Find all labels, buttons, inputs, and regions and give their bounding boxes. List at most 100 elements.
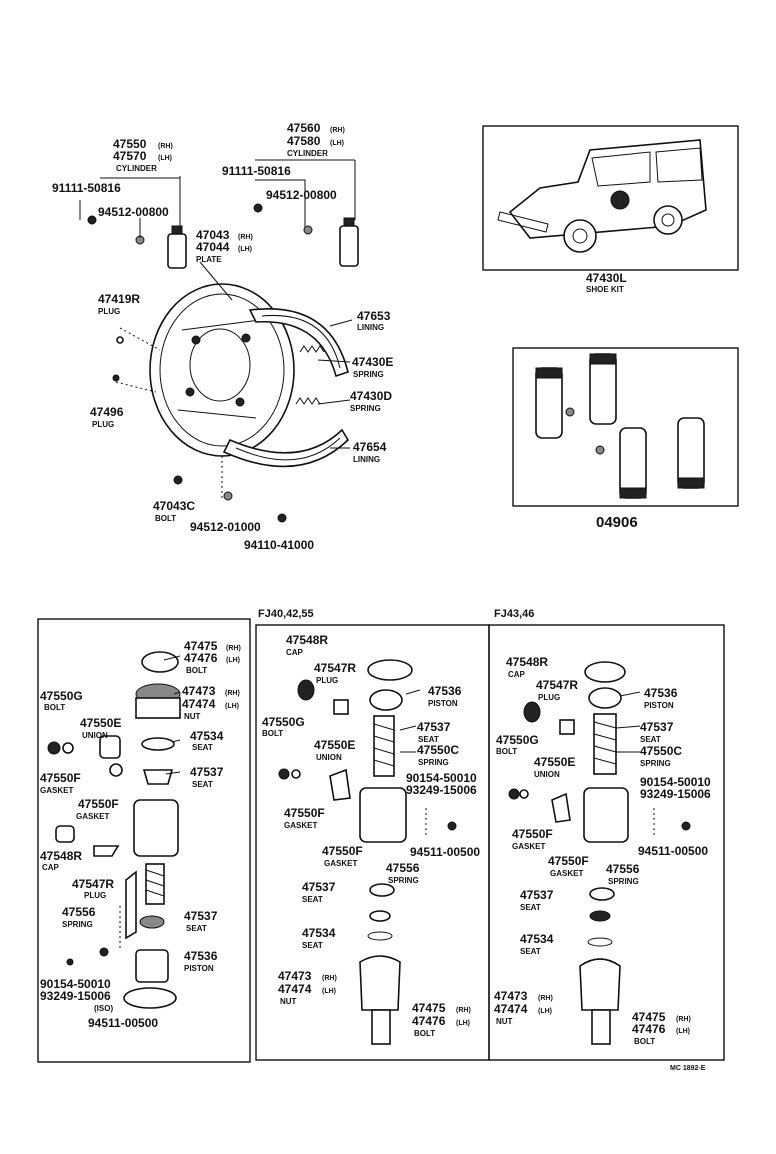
side-marker: (RH) [456, 1007, 471, 1014]
part-number: 94512-00800 [98, 205, 169, 219]
callout-labels: 47550 (RH) 47570 (LH) CYLINDER 91111-508… [40, 121, 711, 1072]
side-marker: (LH) [456, 1020, 470, 1027]
part-name: GASKET [324, 859, 357, 868]
part-number: 47537 [184, 909, 218, 923]
part-name: GASKET [76, 812, 109, 821]
part-number: 94512-01000 [190, 520, 261, 534]
part-number: 47476 [632, 1022, 666, 1036]
part-number: 47548R [506, 655, 548, 669]
part-name: (ISO) [94, 1004, 113, 1013]
part-name: GASKET [40, 786, 73, 795]
side-marker: (LH) [238, 246, 252, 253]
part-number: 47534 [190, 729, 224, 743]
part-number: 47550C [640, 744, 682, 758]
part-number: 47570 [113, 149, 147, 163]
part-name: PISTON [184, 964, 214, 973]
part-number: 47547R [72, 877, 114, 891]
part-name: BOLT [155, 514, 176, 523]
part-number: 47550 [113, 137, 147, 151]
part-name: NUT [280, 997, 297, 1006]
part-number: 47474 [182, 697, 216, 711]
part-number: 47580 [287, 134, 321, 148]
left-cylinder-exploded [47, 651, 181, 1009]
part-number: 47550G [496, 733, 539, 747]
part-number: 47548R [40, 849, 82, 863]
part-name: SEAT [640, 735, 661, 744]
side-marker: (LH) [158, 155, 172, 162]
part-number: 47550E [80, 716, 121, 730]
side-marker: (RH) [538, 995, 553, 1002]
side-marker: (RH) [322, 975, 337, 982]
part-number: 47536 [644, 686, 678, 700]
part-number: 47537 [417, 720, 451, 734]
cylinder-kit-illustration [535, 353, 705, 499]
part-number: 47473 [278, 969, 312, 983]
part-number: 47475 [412, 1001, 446, 1015]
side-marker: (RH) [226, 645, 241, 652]
part-name: SEAT [302, 895, 323, 904]
part-number: 47534 [302, 926, 336, 940]
side-marker: (LH) [538, 1008, 552, 1015]
part-name: BOLT [634, 1037, 655, 1046]
part-number: 93249-15006 [406, 783, 477, 797]
footer-code: MC 1892-E [670, 1065, 706, 1072]
part-number: 91111-50816 [222, 164, 291, 178]
side-marker: (RH) [238, 234, 253, 241]
part-name: CAP [42, 863, 60, 872]
part-number: 47474 [494, 1002, 528, 1016]
part-name: BOLT [414, 1029, 435, 1038]
part-number: 93249-15006 [40, 989, 111, 1003]
part-number: 94512-00800 [266, 188, 337, 202]
part-number: 47476 [184, 651, 218, 665]
part-number: 47653 [357, 309, 391, 323]
part-name: SEAT [192, 743, 213, 752]
part-number: 47550F [512, 827, 553, 841]
part-number: 47550F [284, 806, 325, 820]
part-name: SPRING [608, 877, 639, 886]
part-name: CAP [508, 670, 526, 679]
side-marker: (RH) [225, 690, 240, 697]
part-number: 47430D [350, 389, 392, 403]
part-name: PLATE [196, 255, 222, 264]
part-name: SPRING [418, 758, 449, 767]
part-name: NUT [496, 1017, 513, 1026]
part-name: BOLT [496, 747, 517, 756]
part-number: 47430L [586, 271, 627, 285]
cylinder-panel-right [488, 624, 725, 1061]
part-name: BOLT [44, 703, 65, 712]
part-number: 94110-41000 [244, 538, 314, 552]
part-number: 47550F [322, 844, 363, 858]
part-number: 47550E [314, 738, 355, 752]
part-number: 47536 [428, 684, 462, 698]
part-number: 90154-50010 [640, 775, 711, 789]
brake-backing-assembly [79, 159, 359, 523]
shoe-kit-frame [482, 125, 739, 271]
part-number: 47550E [534, 755, 575, 769]
part-number: 94511-00500 [638, 844, 708, 858]
section-header-fj40: FJ40,42,55 [258, 608, 314, 620]
part-number: 93249-15006 [640, 787, 711, 801]
part-number: 47547R [314, 661, 356, 675]
side-marker: (LH) [226, 657, 240, 664]
part-number: 47536 [184, 949, 218, 963]
part-number: 47044 [196, 240, 230, 254]
part-name: GASKET [284, 821, 317, 830]
part-name: PISTON [428, 699, 458, 708]
part-number: 94511-00500 [410, 845, 480, 859]
part-name: CAP [286, 648, 304, 657]
part-number: 47496 [90, 405, 124, 419]
part-name: PLUG [98, 307, 120, 316]
section-header-fj43: FJ43,46 [494, 608, 534, 620]
part-name: SEAT [418, 735, 439, 744]
part-name: LINING [357, 323, 384, 332]
part-name: CYLINDER [116, 164, 157, 173]
part-name: UNION [316, 753, 342, 762]
kit-part-number: 04906 [596, 514, 638, 531]
part-name: CYLINDER [287, 149, 328, 158]
part-name: SPRING [388, 876, 419, 885]
part-name: SEAT [520, 947, 541, 956]
part-name: LINING [353, 455, 380, 464]
part-name: BOLT [262, 729, 283, 738]
part-number: 94511-00500 [88, 1016, 158, 1030]
